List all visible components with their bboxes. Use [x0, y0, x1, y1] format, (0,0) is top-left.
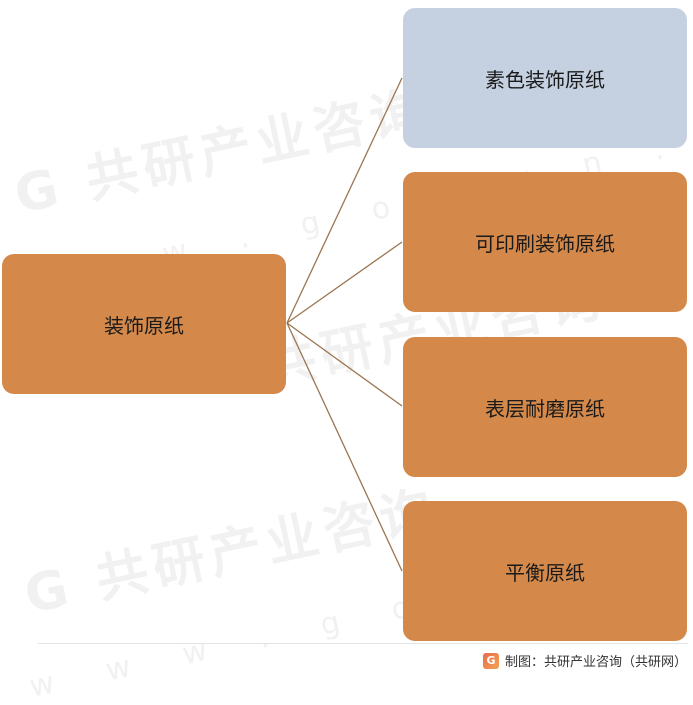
child-node-label: 素色装饰原纸: [485, 67, 605, 92]
connector-lines: [286, 77, 403, 572]
source-note: G 制图：共研产业咨询（共研网）: [482, 651, 687, 670]
child-node-label: 表层耐磨原纸: [485, 396, 605, 421]
child-node-printable-decor-paper: 可印刷装饰原纸: [403, 172, 687, 312]
child-node-overlay-paper: 表层耐磨原纸: [403, 337, 687, 477]
connector-line: [286, 77, 403, 324]
child-node-plain-decor-paper: 素色装饰原纸: [403, 8, 687, 148]
connector-line: [286, 241, 403, 324]
connector-line: [286, 322, 403, 407]
child-node-label: 平衡原纸: [505, 560, 585, 585]
root-node: 装饰原纸: [2, 254, 286, 394]
gonyn-logo-icon: G: [482, 652, 499, 669]
root-node-label: 装饰原纸: [104, 313, 184, 338]
footer-divider: [38, 643, 688, 644]
source-text: 制图：共研产业咨询（共研网）: [504, 655, 687, 670]
connector-line: [286, 322, 403, 572]
child-node-balance-paper: 平衡原纸: [403, 501, 687, 641]
child-node-label: 可印刷装饰原纸: [475, 231, 615, 256]
